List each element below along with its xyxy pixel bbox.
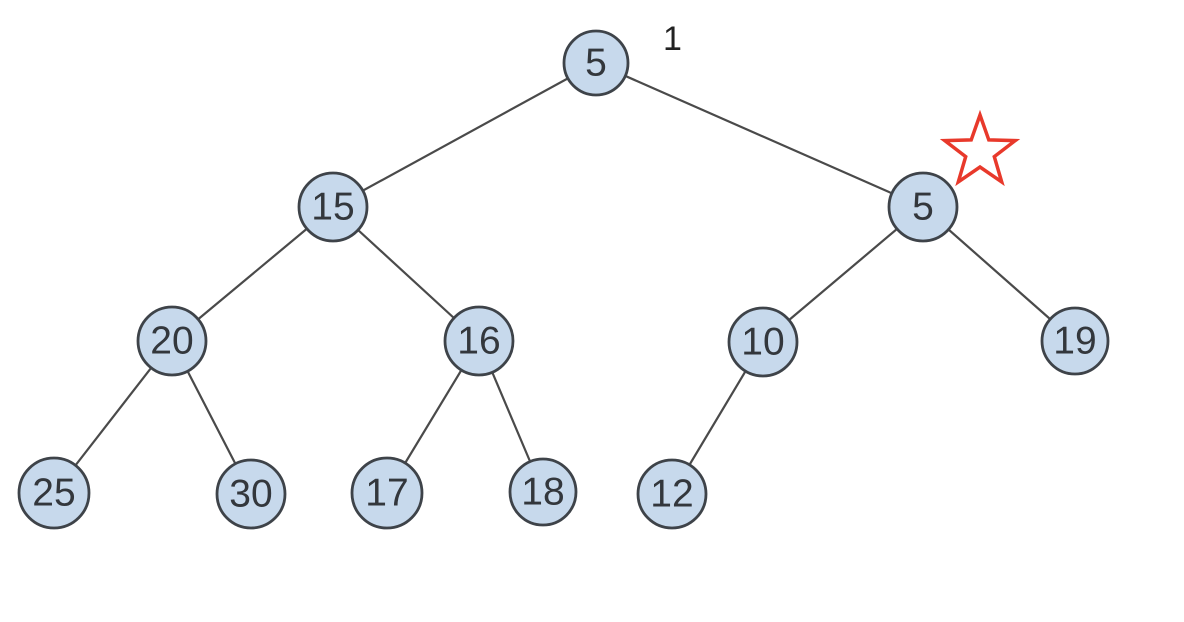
tree-node-root: 5	[562, 29, 630, 97]
tree-node-circle	[215, 458, 287, 530]
tree-node-value: 16	[457, 320, 500, 363]
tree-edge-root-n5r	[595, 61, 924, 209]
tree-node-circle	[443, 305, 515, 377]
tree-node-n18: 18	[508, 457, 578, 527]
tree-node-n10: 10	[727, 306, 799, 378]
tree-node-n19: 19	[1040, 306, 1110, 376]
tree-node-circle	[727, 306, 799, 378]
star-icon	[939, 109, 1021, 187]
root-index-label: 1	[663, 20, 682, 58]
tree-node-circle	[508, 457, 578, 527]
tree-node-circle	[297, 171, 369, 243]
tree-node-value: 12	[650, 473, 693, 516]
tree-node-n15: 15	[297, 171, 369, 243]
tree-node-n16: 16	[443, 305, 515, 377]
tree-node-value: 5	[585, 42, 607, 85]
tree-node-n5r: 5	[887, 171, 959, 243]
tree-node-n12: 12	[636, 458, 708, 530]
tree-node-n20: 20	[136, 305, 208, 377]
tree-node-value: 20	[150, 320, 193, 363]
tree-node-circle	[1040, 306, 1110, 376]
tree-node-value: 18	[521, 471, 564, 514]
tree-node-value: 19	[1053, 320, 1096, 363]
tree-node-circle	[636, 458, 708, 530]
tree-node-value: 17	[365, 472, 408, 515]
tree-node-n25: 25	[17, 456, 91, 530]
tree-node-circle	[17, 456, 91, 530]
tree-edge-root-n15	[332, 62, 597, 208]
tree-node-n17: 17	[350, 456, 424, 530]
tree-node-value: 15	[311, 186, 354, 229]
tree-node-value: 10	[741, 321, 784, 364]
tree-node-value: 5	[912, 186, 934, 229]
tree-node-circle	[136, 305, 208, 377]
tree-node-value: 30	[229, 473, 272, 516]
tree-node-n30: 30	[215, 458, 287, 530]
tree-node-circle	[562, 29, 630, 97]
tree-node-circle	[887, 171, 959, 243]
tree-node-value: 25	[32, 472, 75, 515]
tree-node-circle	[350, 456, 424, 530]
